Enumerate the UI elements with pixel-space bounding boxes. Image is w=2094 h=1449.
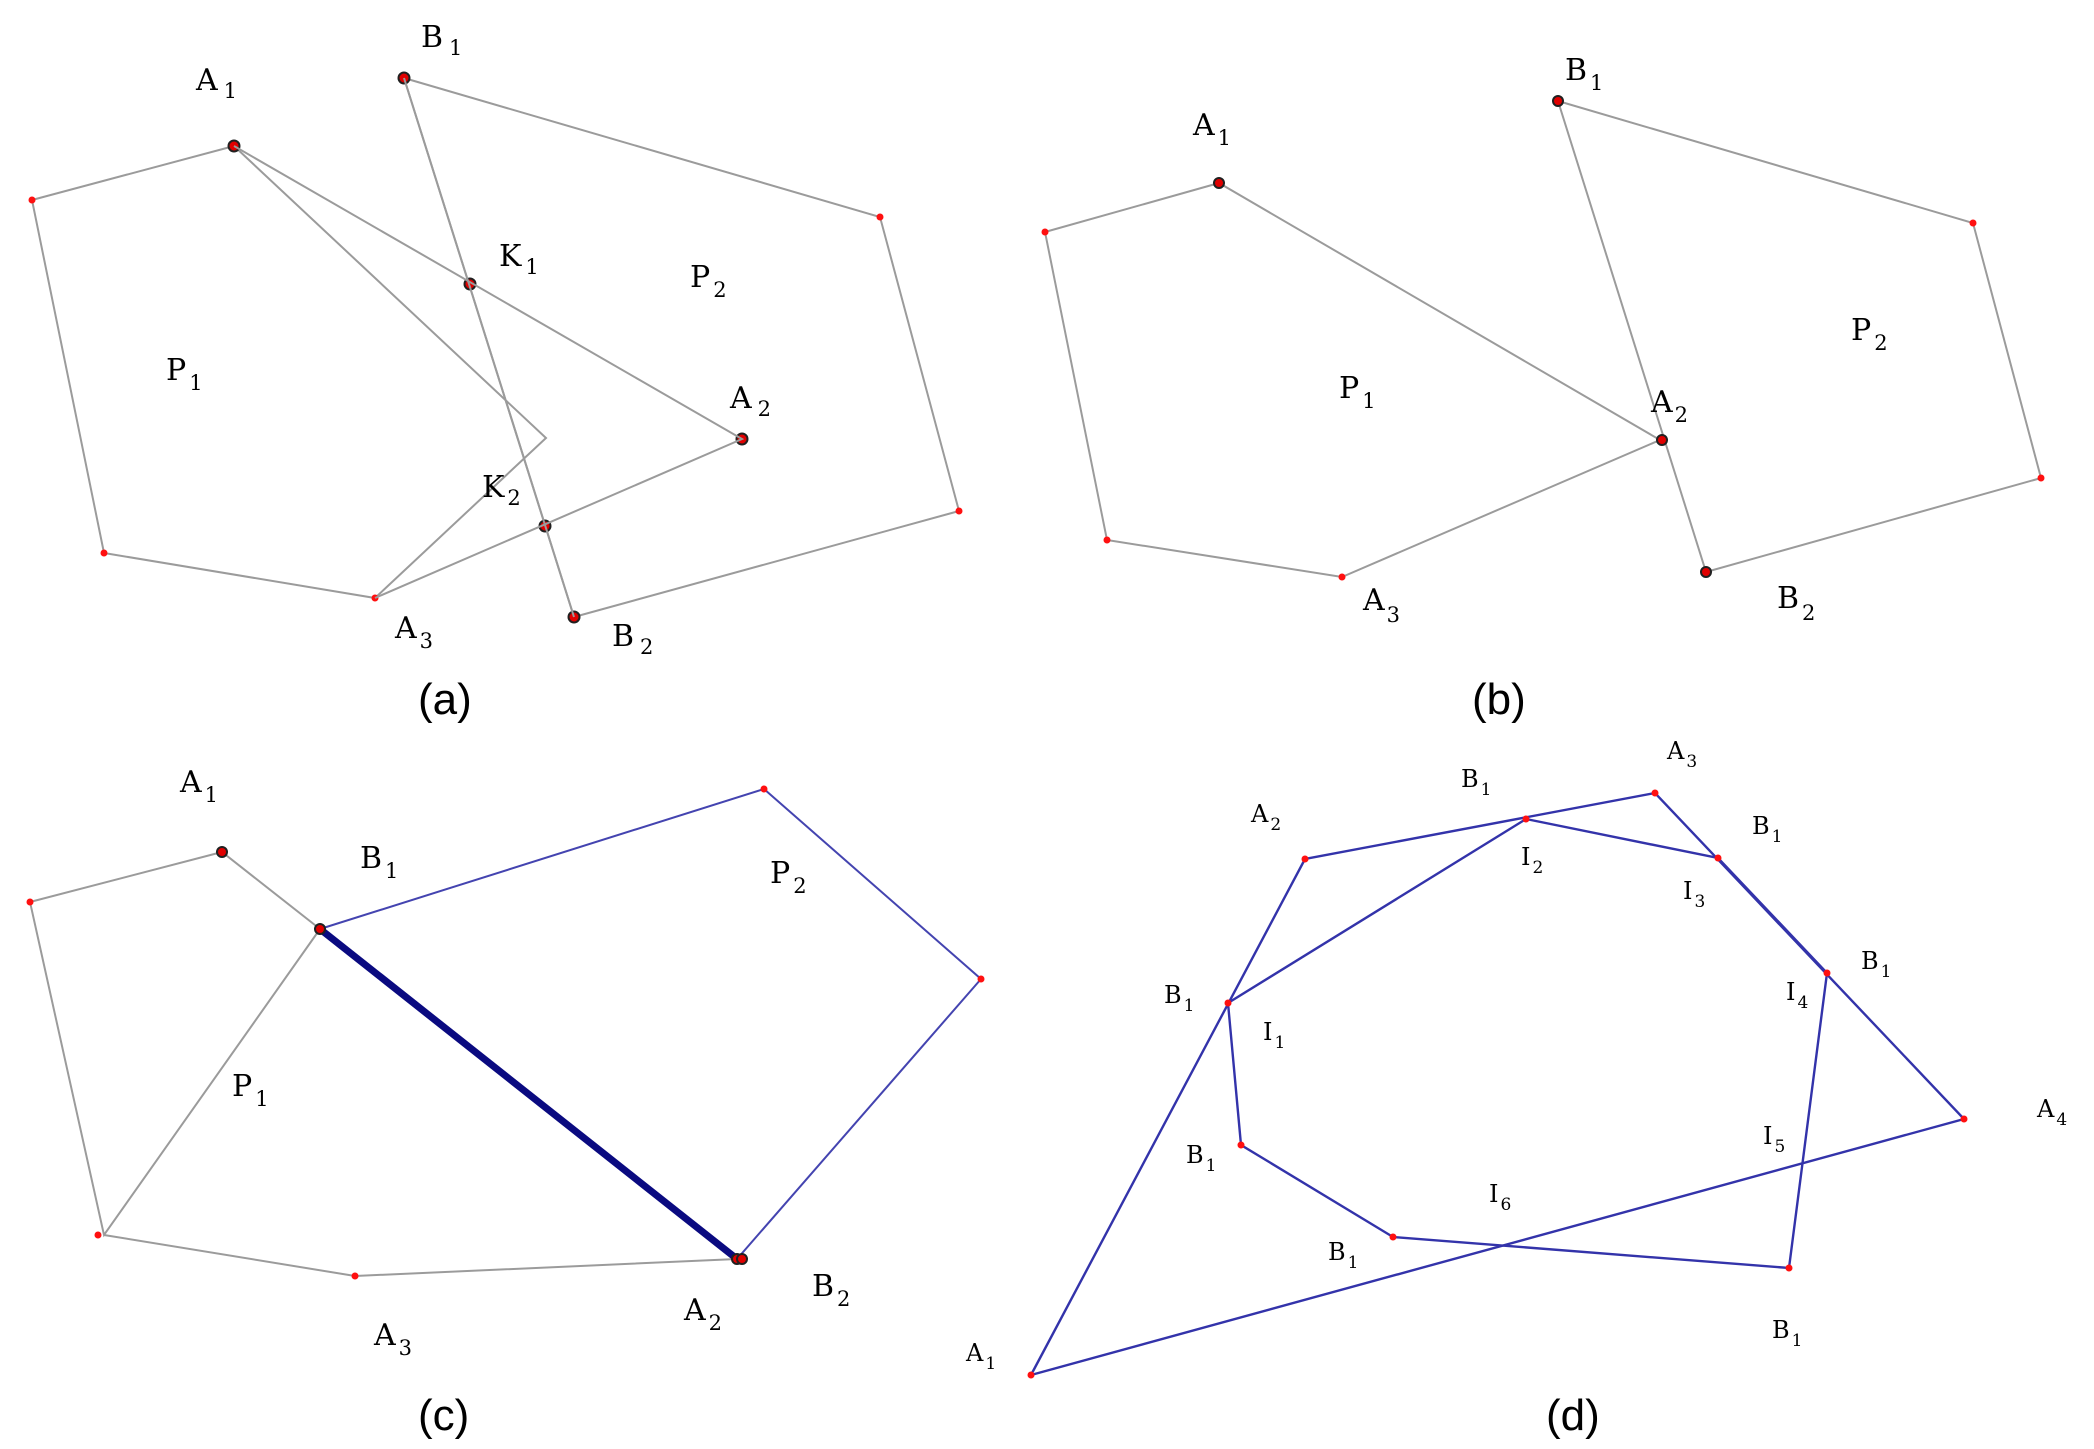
vertex-p2-right	[977, 975, 985, 983]
vertex-b2	[736, 1253, 748, 1265]
vertex-b-right-top	[1714, 854, 1722, 862]
vertex-b1	[1552, 95, 1564, 107]
vertex-a1	[1213, 177, 1225, 189]
vertex-a1	[1027, 1371, 1035, 1379]
vertex-b1	[314, 923, 326, 935]
highlight-edge-b1-a2	[317, 926, 740, 1262]
vertex-b-bottom-left	[1389, 1233, 1397, 1241]
vertex-p1-left	[28, 196, 36, 204]
polygon-p2	[402, 76, 961, 619]
vertex-p1-left	[26, 898, 34, 906]
label-a3: A3	[1362, 583, 1400, 627]
vertex-b-left	[1224, 999, 1232, 1007]
polygon-p2	[1556, 99, 2043, 574]
vertex-b-top	[1522, 815, 1530, 823]
vertex-p1-left	[1041, 228, 1049, 236]
vertex-p1-bottom-left	[94, 1231, 102, 1239]
caption-d: (d)	[1546, 1391, 1600, 1440]
polygon-b	[1226, 817, 1829, 1270]
caption-c: (c)	[418, 1391, 469, 1440]
label-a2: A2	[1650, 385, 1688, 427]
vertex-p2-right-bottom	[955, 507, 963, 515]
vertex-a2	[1301, 855, 1309, 863]
polygon-a	[1028, 791, 1967, 1377]
vertex-a4	[1960, 1115, 1968, 1123]
vertex-b-lower-left	[1237, 1141, 1245, 1149]
edge-a1-a2	[233, 145, 745, 599]
vertex-a3	[1338, 573, 1346, 581]
edge-b1-b2	[403, 77, 575, 618]
caption-b: (b)	[1472, 675, 1526, 724]
caption-a: (a)	[418, 675, 472, 724]
vertex-p1-bottom-left	[1103, 536, 1111, 544]
vertex-b-right	[1823, 969, 1831, 977]
polygon-p1	[28, 850, 321, 1238]
vertex-a3	[351, 1272, 359, 1280]
polygon-p1	[30, 144, 548, 600]
vertex-p2-right-bottom	[2037, 474, 2045, 482]
vertex-b2	[1700, 566, 1712, 578]
vertex-a2	[1656, 434, 1668, 446]
vertex-a3	[1651, 789, 1659, 797]
vertex-p1-bottom-left	[100, 549, 108, 557]
vertex-p2-right-top	[876, 213, 884, 221]
polygon-p1-bottom	[103, 1234, 738, 1278]
vertex-p2-top	[760, 785, 768, 793]
polygon-p1	[1043, 181, 1663, 579]
vertex-a1	[216, 846, 228, 858]
vertex-p2-right-top	[1969, 219, 1977, 227]
vertex-b-bottom-right	[1785, 1264, 1793, 1272]
